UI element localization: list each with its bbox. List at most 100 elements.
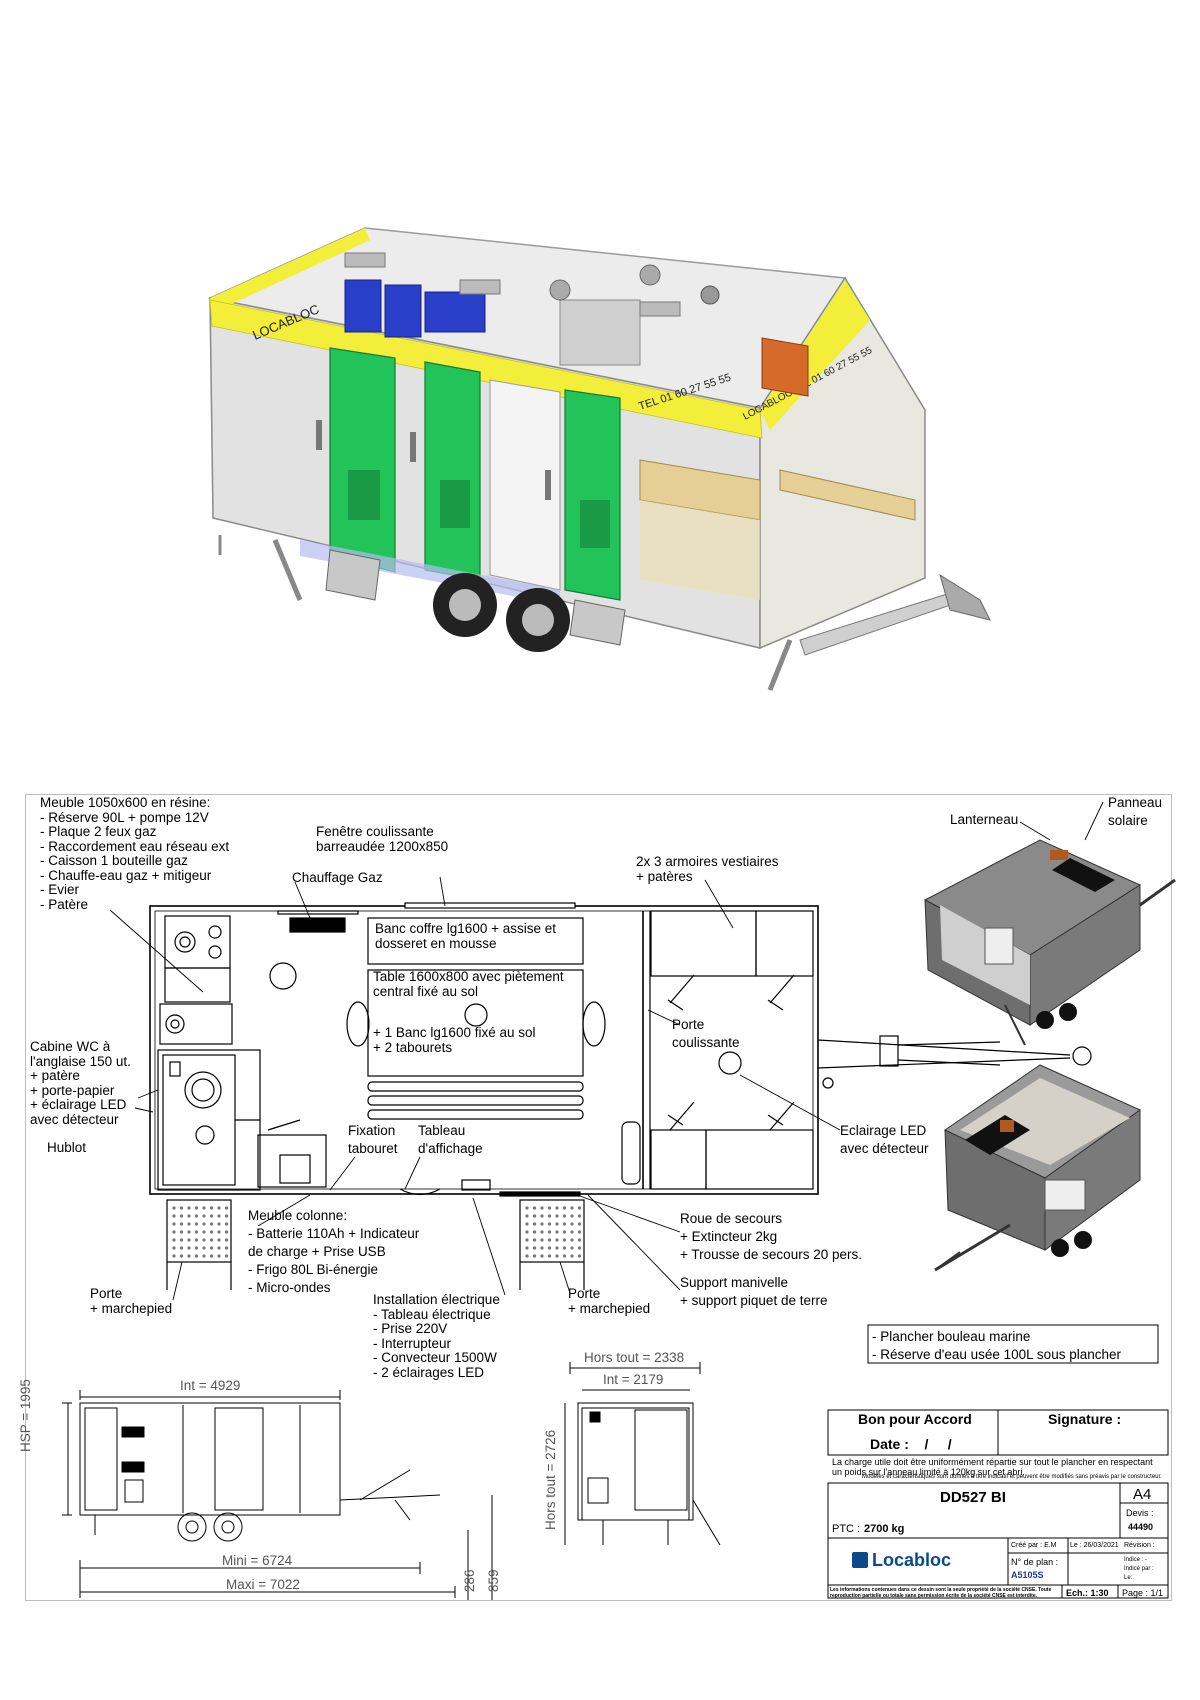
wc-line: Cabine WC à [30,1039,111,1054]
step-dot [577,1246,582,1250]
step-dot [532,1230,537,1234]
plan-label: N° de plan : [1011,1557,1059,1567]
step-dot [217,1206,221,1210]
step-dot [562,1222,567,1226]
step-dot [172,1206,176,1210]
fixation-label: Fixation tabouret [348,1122,398,1158]
step-dot [540,1214,544,1218]
step-dot [562,1214,567,1218]
step-dot [217,1238,221,1242]
step-dot [187,1206,191,1210]
banc-coffre-line: Banc coffre lg1600 + assise et [375,921,556,936]
step-dot [562,1206,567,1210]
eclairage-label: Eclairage LED avec détecteur [840,1122,929,1158]
step-dot [570,1238,574,1242]
step-dot [570,1254,574,1258]
devis-value: 44490 [1128,1522,1154,1532]
table-label: Table 1600x800 avec piètement central fi… [373,969,564,999]
step-dot [179,1254,184,1258]
dim-hors-tout-h: Hors tout = 2726 [543,1429,558,1530]
ptc-label: PTC : [832,1523,861,1535]
indice-label: Indice : - [1124,1557,1148,1563]
ptc-value: 2700 kg [864,1523,905,1535]
note-line: - Réserve d'eau usée 100L sous plancher [872,1347,1121,1362]
echelle-label: Ech.: 1:30 [1066,1588,1109,1598]
panneau-line: solaire [1108,813,1148,828]
step-dot [179,1222,184,1226]
signature-label: Signature : [1048,1411,1122,1427]
step-dot [547,1254,552,1258]
step-dot [525,1254,529,1258]
step-dot [532,1214,537,1218]
step-dot [194,1238,199,1242]
step-dot [172,1222,176,1226]
step-dot [570,1214,574,1218]
porte-coul-line: Porte [672,1017,705,1032]
armoires-line: 2x 3 armoires vestiaires [636,854,779,869]
step-dot [540,1206,544,1210]
step-dot [525,1238,529,1242]
colonne-line: - Micro-ondes [248,1280,331,1295]
step-dot [187,1246,191,1250]
step-dot [172,1230,176,1234]
fixation-line: Fixation [348,1123,396,1138]
eclairage-line: avec détecteur [840,1141,929,1156]
step-dot [570,1222,574,1226]
dim-hors-tout-w: Hors tout = 2338 [584,1350,685,1365]
dim-int-w: Int = 2179 [603,1372,664,1387]
fixation-line: tabouret [348,1141,398,1156]
fenetre-line: barreaudée 1200x850 [316,838,449,854]
step-dot [577,1222,582,1226]
logo-mark-icon [852,1552,868,1568]
step-dot [187,1230,191,1234]
step-dot [217,1246,221,1250]
armoires-label: 2x 3 armoires vestiaires + patères [636,854,779,884]
step-dot [224,1238,229,1242]
modeles-note: Modèles et caractéristiques sont donnés … [862,1474,1162,1480]
step-dot [540,1238,544,1242]
colonne-line: Meuble colonne: [248,1208,348,1223]
notes-box: - Plancher bouleau marine - Réserve d'ea… [872,1328,1121,1364]
step-dot [547,1238,552,1242]
step-dot [187,1214,191,1218]
step-dot [577,1238,582,1242]
step-dots [172,1206,582,1258]
step-dot [217,1254,221,1258]
step-dot [562,1230,567,1234]
step-dot [179,1206,184,1210]
step-dot [532,1238,537,1242]
wc-line: l'anglaise 150 ut. [30,1053,131,1069]
porte-marchepied-mid-label: Porte + marchepied [568,1286,650,1316]
step-dot [570,1246,574,1250]
step-dot [555,1214,559,1218]
step-dot [179,1230,184,1234]
logo-text: Locabloc [872,1549,952,1570]
wc-line: + patère [30,1068,80,1083]
step-dot [562,1238,567,1242]
step-dot [217,1214,221,1218]
step-dot [172,1238,176,1242]
indice-le-label: Le: [1124,1575,1133,1581]
meuble-item: - Patère [40,896,89,912]
meuble-item: - Raccordement eau réseau ext [40,838,230,854]
elec-line: - Prise 220V [373,1321,448,1336]
step-dot [194,1222,199,1226]
wc-line: avec détecteur [30,1111,119,1127]
roue-line: Roue de secours [680,1211,783,1226]
trailer-3d-render: LOCABLOC TEL 01 60 27 55 55 LOCABLOC TEL… [207,227,991,691]
side-elevation [62,1390,493,1600]
step-dot [577,1254,582,1258]
model-name: DD527 BI [940,1489,1006,1506]
chauffage-label: Chauffage Gaz [292,870,383,885]
colonne-line: - Batterie 110Ah + Indicateur [248,1226,420,1241]
wc-line: + éclairage LED [30,1097,127,1112]
bon-pour-accord: Bon pour Accord [858,1411,972,1427]
meuble-item: - Chauffe-eau gaz + mitigeur [40,867,212,883]
porte-coulissante-label: Porte coulissante [672,1016,740,1052]
step-dot [525,1222,529,1226]
step-dot [555,1254,559,1258]
page-label: Page : 1/1 [1122,1588,1164,1598]
panneau-solaire-label: Panneau solaire [1108,794,1162,830]
dim-int-length: Int = 4929 [180,1378,241,1393]
revision-label: Révision : [1124,1542,1155,1549]
